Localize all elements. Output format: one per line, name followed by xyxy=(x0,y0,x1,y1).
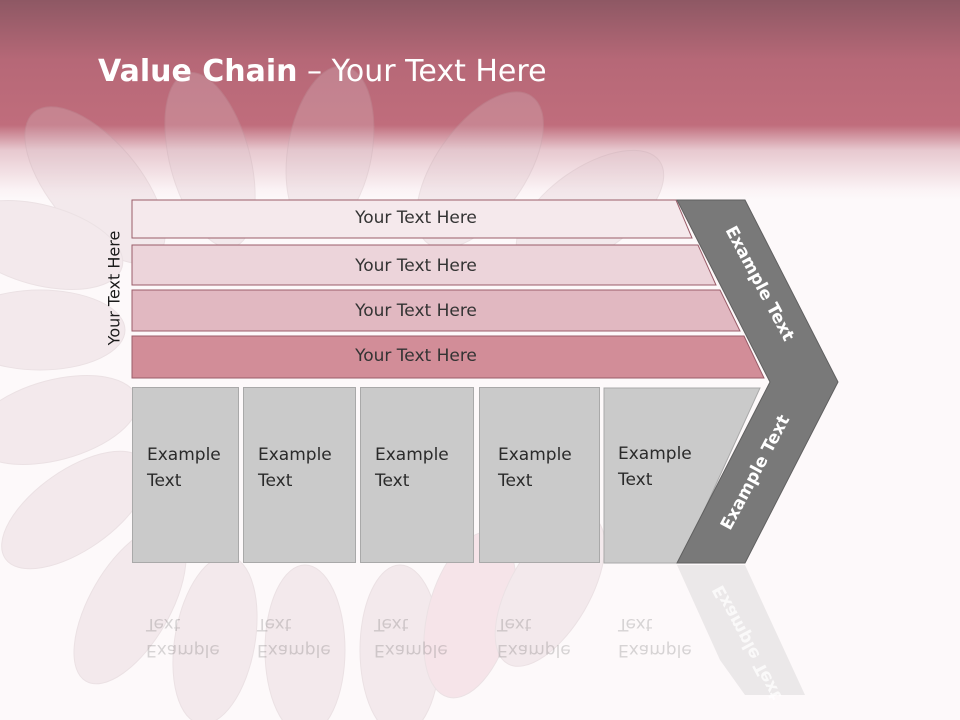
box-3-line1: Example xyxy=(375,445,449,465)
box-2-line1: Example xyxy=(258,445,332,465)
box-4-reflection-line1: Example xyxy=(497,640,571,660)
box-4-reflection: Example Text xyxy=(479,563,600,693)
box-3-reflection-line1: Example xyxy=(374,640,448,660)
box-5-reflection-text: Example Text xyxy=(618,611,692,663)
bar-2 xyxy=(131,244,717,286)
box-5-line2: Text xyxy=(618,470,653,490)
bar-4-label: Your Text Here xyxy=(355,346,477,366)
chevron-arrow xyxy=(676,199,839,564)
box-5-reflection-line1: Example xyxy=(618,640,692,660)
header-band xyxy=(0,0,960,200)
box-2-line2: Text xyxy=(258,471,293,491)
box-3-reflection-line2: Text xyxy=(374,614,409,634)
box-5-reflection-line2: Text xyxy=(618,614,653,634)
box-2-reflection-text: Example Text xyxy=(257,611,331,663)
box-1-reflection-line1: Example xyxy=(146,640,220,660)
bar-1-label: Your Text Here xyxy=(355,208,477,228)
box-2-reflection-line2: Text xyxy=(257,614,292,634)
chevron-reflection xyxy=(677,565,805,695)
title-bold: Value Chain xyxy=(98,54,298,89)
box-1-line1: Example xyxy=(147,445,221,465)
box-1-line2: Text xyxy=(147,471,182,491)
box-3-line2: Text xyxy=(375,471,410,491)
box-4-reflection-line2: Text xyxy=(497,614,532,634)
box-2-reflection: Example Text xyxy=(243,563,356,693)
slide-title: Value Chain – Your Text Here xyxy=(98,54,547,89)
box-4-line1: Example xyxy=(498,445,572,465)
box-4-line2: Text xyxy=(498,471,533,491)
title-rest: – Your Text Here xyxy=(297,54,547,89)
box-5-line1: Example xyxy=(618,444,692,464)
bar-4 xyxy=(131,335,765,379)
box-2-reflection-line1: Example xyxy=(257,640,331,660)
box-5-reflection: Example Text xyxy=(604,563,714,693)
box-1-reflection: Example Text xyxy=(132,563,239,693)
bar-2-label: Your Text Here xyxy=(355,256,477,276)
box-3-reflection: Example Text xyxy=(360,563,474,693)
box-4-reflection-text: Example Text xyxy=(497,611,571,663)
box-3-reflection-text: Example Text xyxy=(374,611,448,663)
box-1-reflection-line2: Text xyxy=(146,614,181,634)
bar-3-label: Your Text Here xyxy=(355,301,477,321)
bar-1 xyxy=(131,199,693,239)
bar-3 xyxy=(131,289,741,332)
box-1-reflection-text: Example Text xyxy=(146,611,220,663)
